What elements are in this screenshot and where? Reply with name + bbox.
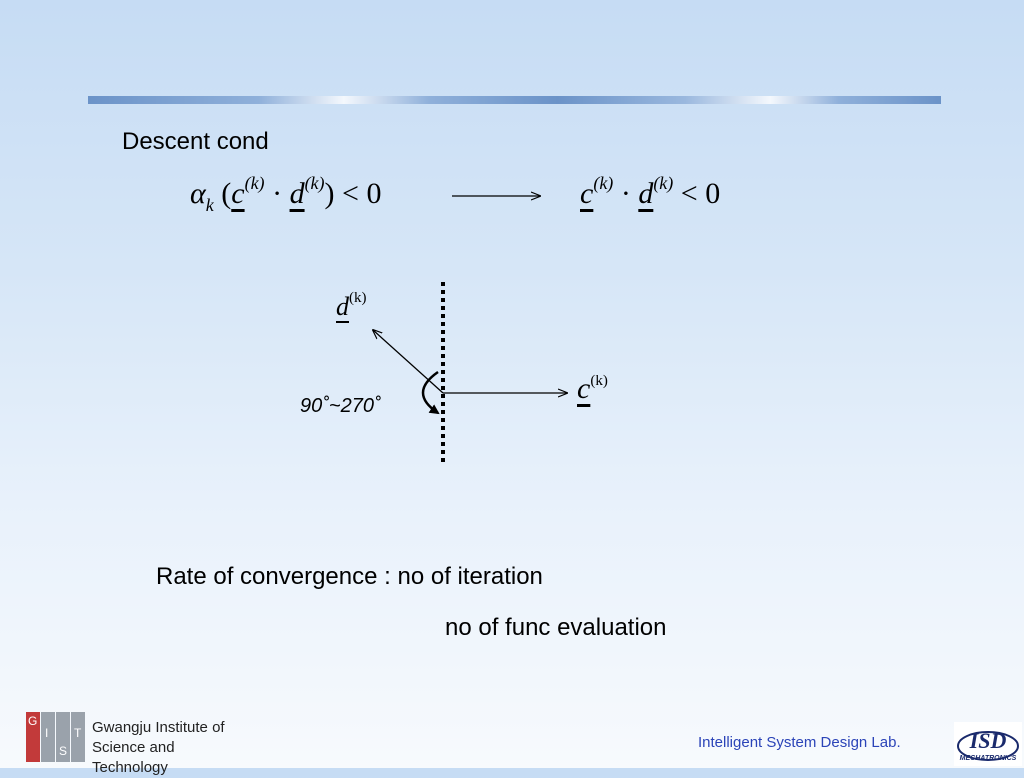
institute-name: Gwangju Institute of Science and Technol… [92,718,234,778]
logo-cell-s: S [56,712,70,762]
dot-operator: · [272,177,283,210]
c-label-symbol: c [577,372,591,405]
isd-logo-graphic: ISD MECHATRONICS [957,728,1019,762]
alpha-symbol: α [190,177,206,210]
d-superscript: (k) [653,173,674,193]
institute-line-2: Science and Technology [92,739,175,776]
heading-descent-cond: Descent cond [122,128,269,155]
relation: < 0 [673,177,721,210]
title-divider-bar [88,96,941,104]
c-vector: c [580,177,594,210]
convergence-line-2: no of func evaluation [445,614,667,641]
lab-name: Intelligent System Design Lab. [698,734,901,751]
logo-letter-t: T [74,726,82,740]
d-vector-label: d(k) [336,290,367,322]
isd-logo-text: ISD [969,728,1007,753]
isd-logo-subtext: MECHATRONICS [960,755,1017,762]
convergence-line-1: Rate of convergence : no of iteration [156,563,543,590]
logo-cell-i: I [41,712,55,762]
d-direction-arrow [373,330,444,394]
c-superscript: (k) [593,173,614,193]
dot-operator: · [620,177,631,210]
d-label-superscript: (k) [349,290,367,306]
gist-logo: G I S T Gwangju Institute of Science and… [22,710,234,776]
c-label-superscript: (k) [590,373,608,389]
isd-mechatronics-logo: ISD MECHATRONICS [954,722,1022,766]
equation-simplified-condition: c(k) · d(k) < 0 [580,173,721,211]
c-vector-label: c(k) [577,372,608,406]
open-paren: ( [221,177,232,210]
angle-arc [421,370,440,415]
logo-cell-t: T [71,712,85,762]
logo-cell-g: G [26,712,40,762]
c-vector: c [231,177,245,210]
c-superscript: (k) [244,173,265,193]
d-vector: d [289,177,305,210]
angle-range-label: 90˚~270˚ [300,395,381,417]
logo-letter-s: S [59,744,68,758]
logo-letter-g: G [28,714,38,728]
d-vector: d [638,177,654,210]
alpha-subscript: k [205,195,214,215]
institute-line-1: Gwangju Institute of [92,719,225,736]
equation-descent-condition: αk (c(k) · d(k)) < 0 [190,173,382,215]
d-superscript: (k) [304,173,325,193]
relation: < 0 [334,177,382,210]
logo-letter-i: I [45,726,49,740]
close-paren: ) [324,177,335,210]
d-label-symbol: d [336,292,349,321]
